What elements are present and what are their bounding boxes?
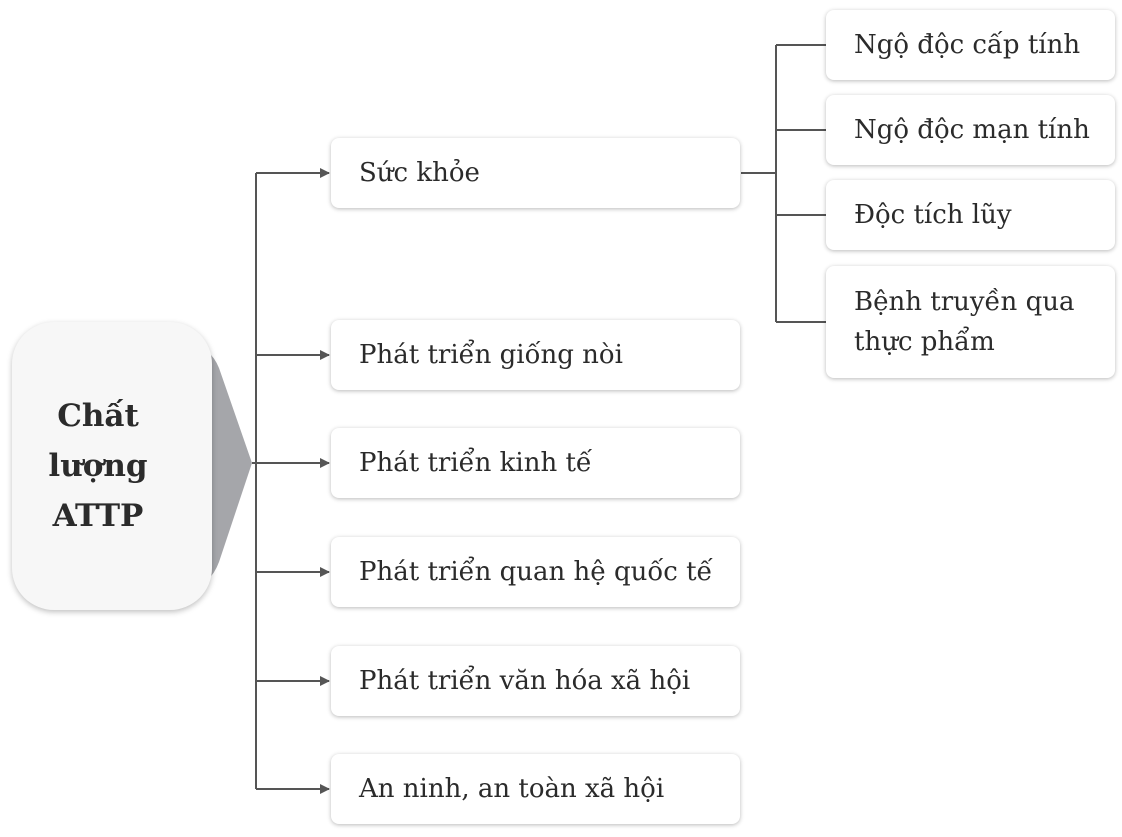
branch-phat-trien-van-hoa-xa-hoi: Phát triển văn hóa xã hội [331, 646, 740, 716]
branch-phat-trien-kinh-te: Phát triển kinh tế [331, 428, 740, 498]
sub-ngo-doc-man-tinh: Ngộ độc mạn tính [826, 95, 1115, 165]
root-line-3: ATTP [52, 498, 144, 534]
root-node-card [12, 322, 212, 610]
branch-an-ninh-an-toan-xa-hoi: An ninh, an toàn xã hội [331, 754, 740, 824]
sub-benh-line-1: Bệnh truyền qua [854, 287, 1075, 317]
sub-doc-tich-luy: Độc tích lũy [826, 180, 1115, 250]
branch-phat-trien-giong-noi: Phát triển giống nòi [331, 320, 740, 390]
root-line-1: Chất [57, 398, 139, 434]
sub-benh-line-2: thực phẩm [854, 327, 995, 357]
branch-phat-trien-quan-he-quoc-te: Phát triển quan hệ quốc tế [331, 537, 740, 607]
sub-benh-truyen-qua-thuc-pham: Bệnh truyền qua thực phẩm [826, 266, 1115, 378]
sub-ngo-doc-cap-tinh: Ngộ độc cấp tính [826, 10, 1115, 80]
branch-suc-khoe: Sức khỏe [331, 138, 740, 208]
root-node-label: Chất lượng ATTP [12, 322, 184, 610]
root-line-2: lượng [48, 448, 148, 484]
